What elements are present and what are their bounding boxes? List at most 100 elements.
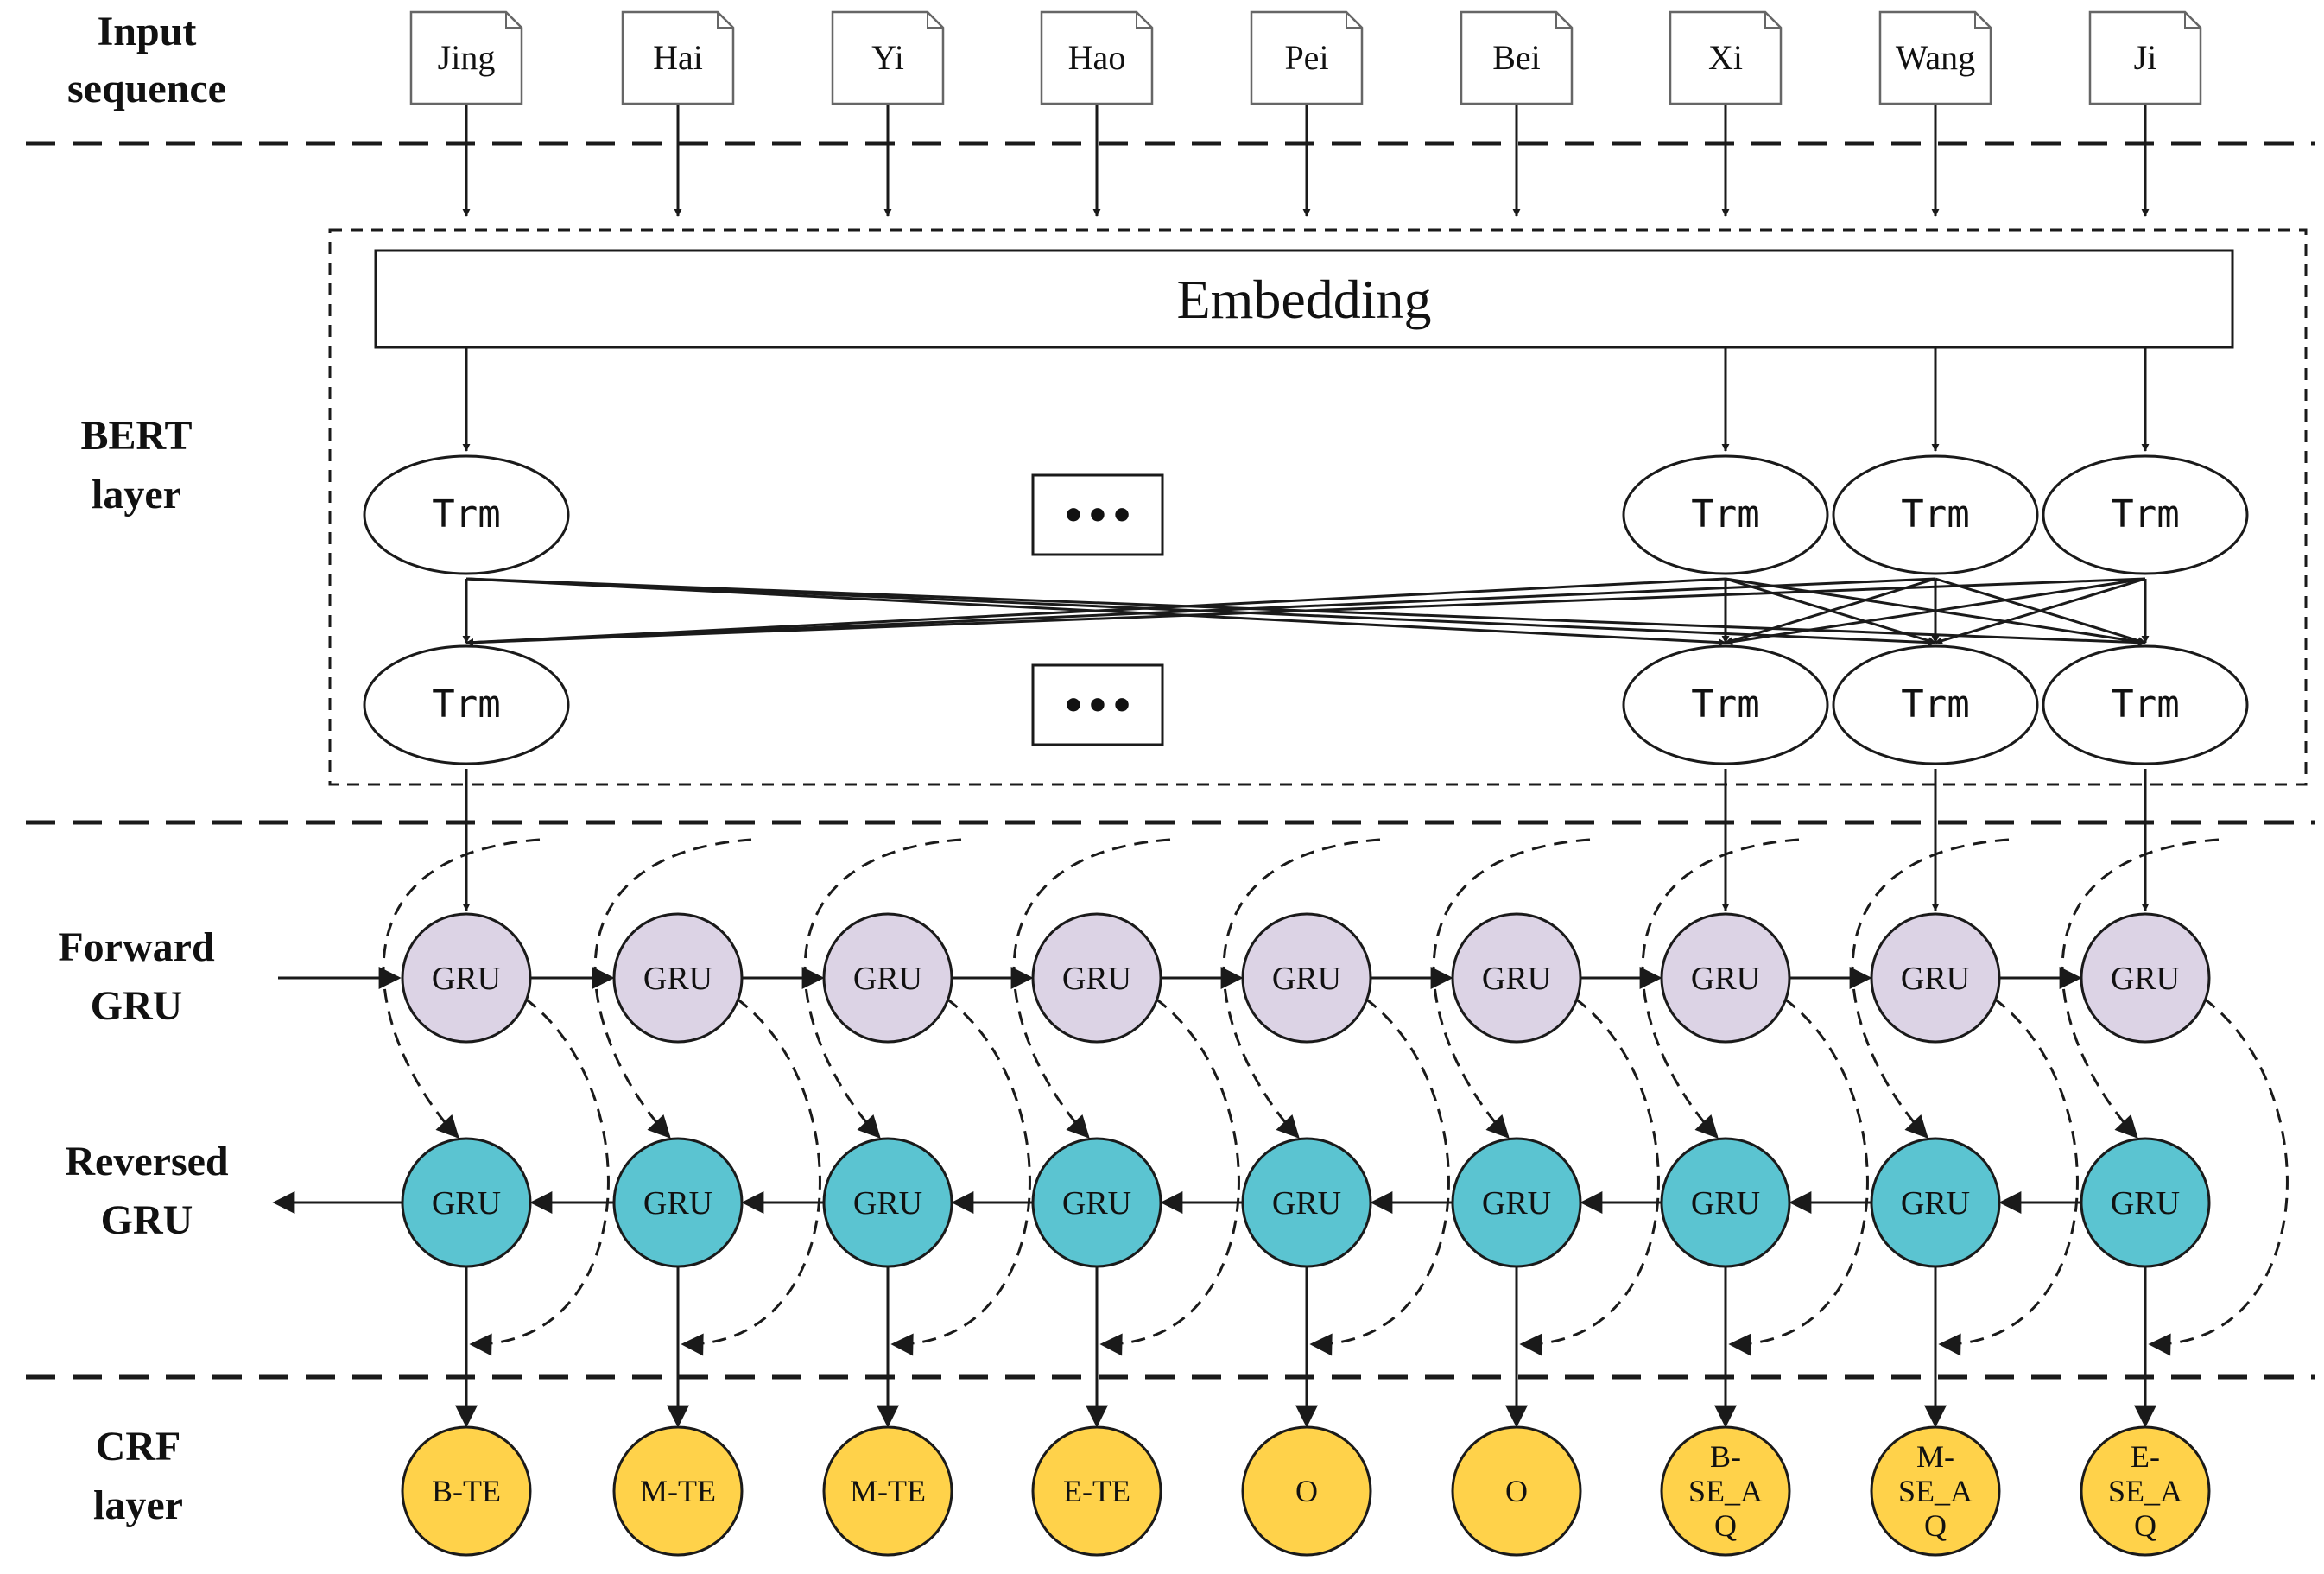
crf-circle xyxy=(1870,1425,2001,1557)
crf-tag-label: SE_A xyxy=(1898,1474,1973,1508)
crf-tag-label: E-TE xyxy=(1063,1474,1130,1508)
trm-ellipse xyxy=(1622,454,1829,575)
token-card: Bei xyxy=(1460,10,1574,105)
crf-tag-label: SE_A xyxy=(1688,1474,1763,1508)
crf-circle xyxy=(822,1425,953,1557)
trm-label: Trm xyxy=(2111,492,2179,536)
trm-node: Trm xyxy=(1832,454,2039,575)
crf-tag-label: Q xyxy=(1714,1508,1737,1543)
trm-node: Trm xyxy=(1622,644,1829,765)
gru-label: GRU xyxy=(1691,961,1760,997)
gru-circle xyxy=(822,1137,953,1268)
forward-gru-node: GRU xyxy=(1870,912,2001,1044)
token-box xyxy=(621,10,735,105)
gru-circle xyxy=(822,912,953,1044)
forward-gru-node: GRU xyxy=(2080,912,2211,1044)
trm-node: Trm xyxy=(2042,454,2249,575)
reversed-gru-node: GRU xyxy=(1660,1137,1791,1268)
token-label: Pei xyxy=(1284,38,1328,77)
attention-edge xyxy=(1725,577,1936,644)
forward-gru-node: GRU xyxy=(401,912,532,1044)
reversed-gru-node: GRU xyxy=(612,1137,744,1268)
gru-circle xyxy=(2080,912,2211,1044)
crf-tag-node: M-TE xyxy=(612,1425,744,1557)
gru-circle xyxy=(1031,912,1162,1044)
token-box xyxy=(1878,10,1992,105)
gru-label: GRU xyxy=(1062,1185,1131,1222)
crf-tag-label: M-TE xyxy=(850,1474,926,1508)
crf-circle xyxy=(1660,1425,1791,1557)
output-skip-curve xyxy=(1099,997,1240,1356)
attention-edge xyxy=(1935,577,2146,644)
trm-label: Trm xyxy=(2111,682,2179,727)
token-fold xyxy=(1346,12,1362,29)
token-card: Xi xyxy=(1669,10,1783,105)
token-fold xyxy=(505,12,522,29)
embedding-block: Embedding xyxy=(374,249,2234,349)
output-skip-curve xyxy=(1519,997,1660,1356)
crf-tag-node: O xyxy=(1241,1425,1372,1557)
input-skip-curve xyxy=(1222,838,1381,1139)
token-label: Ji xyxy=(2134,38,2157,77)
reversed-gru-node: GRU xyxy=(401,1137,532,1268)
forward-gru-node: GRU xyxy=(822,912,953,1044)
crf-circle xyxy=(2080,1425,2211,1557)
reversed-gru-node: GRU xyxy=(1870,1137,2001,1268)
token-fold xyxy=(1555,12,1572,29)
token-box xyxy=(1460,10,1574,105)
gru-label: GRU xyxy=(1272,961,1341,997)
gru-circle xyxy=(401,1137,532,1268)
trm-node: Trm xyxy=(1622,454,1829,575)
label-bert-2: layer xyxy=(92,472,181,517)
trm-ellipse xyxy=(1832,454,2039,575)
trm-node: Trm xyxy=(1832,644,2039,765)
crf-tag-label: O xyxy=(1505,1474,1528,1508)
output-skip-curve xyxy=(1728,997,1869,1356)
gru-label: GRU xyxy=(1901,1185,1970,1222)
crf-tag-label: Q xyxy=(2134,1508,2156,1543)
attention-edge xyxy=(1725,577,2146,646)
trm-label: Trm xyxy=(1901,492,1969,536)
gru-circle xyxy=(612,1137,744,1268)
reversed-gru-node: GRU xyxy=(1451,1137,1582,1268)
label-crf-2: layer xyxy=(93,1482,183,1528)
gru-circle xyxy=(1241,912,1372,1044)
output-skip-curve xyxy=(2148,997,2289,1356)
ellipsis-box xyxy=(1031,663,1164,746)
gru-circle xyxy=(1870,912,2001,1044)
ellipsis-text: ••• xyxy=(1061,494,1134,538)
trm-label: Trm xyxy=(1691,492,1759,536)
token-label: Jing xyxy=(438,38,496,77)
crf-tag-label: E- xyxy=(2131,1439,2160,1474)
gru-label: GRU xyxy=(1482,961,1551,997)
trm-label: Trm xyxy=(1901,682,1969,727)
gru-circle xyxy=(1660,912,1791,1044)
gru-label: GRU xyxy=(643,961,712,997)
section-dividers xyxy=(26,141,2315,1380)
input-skip-curve xyxy=(1641,838,1800,1139)
trm-ellipse xyxy=(2042,454,2249,575)
gru-circle xyxy=(401,912,532,1044)
crf-tag-node: E-SE_AQ xyxy=(2080,1425,2211,1557)
input-skip-curve xyxy=(382,838,541,1139)
token-box xyxy=(831,10,945,105)
gru-circle xyxy=(612,912,744,1044)
input-skip-curve xyxy=(1012,838,1171,1139)
edges xyxy=(272,104,2289,1428)
trm-node: Trm xyxy=(363,644,570,765)
crf-tag-node: B-SE_AQ xyxy=(1660,1425,1791,1557)
gru-label: GRU xyxy=(432,961,501,997)
reversed-gru-node: GRU xyxy=(1241,1137,1372,1268)
forward-gru-node: GRU xyxy=(1660,912,1791,1044)
reversed-gru-node: GRU xyxy=(1031,1137,1162,1268)
token-label: Bei xyxy=(1492,38,1541,77)
trm-node: Trm xyxy=(2042,644,2249,765)
label-forward-2: GRU xyxy=(91,983,183,1029)
token-box xyxy=(1669,10,1783,105)
token-label: Xi xyxy=(1708,38,1743,77)
crf-tag-label: M- xyxy=(1916,1439,1954,1474)
ellipsis-text: ••• xyxy=(1061,684,1134,728)
token-card: Yi xyxy=(831,10,945,105)
